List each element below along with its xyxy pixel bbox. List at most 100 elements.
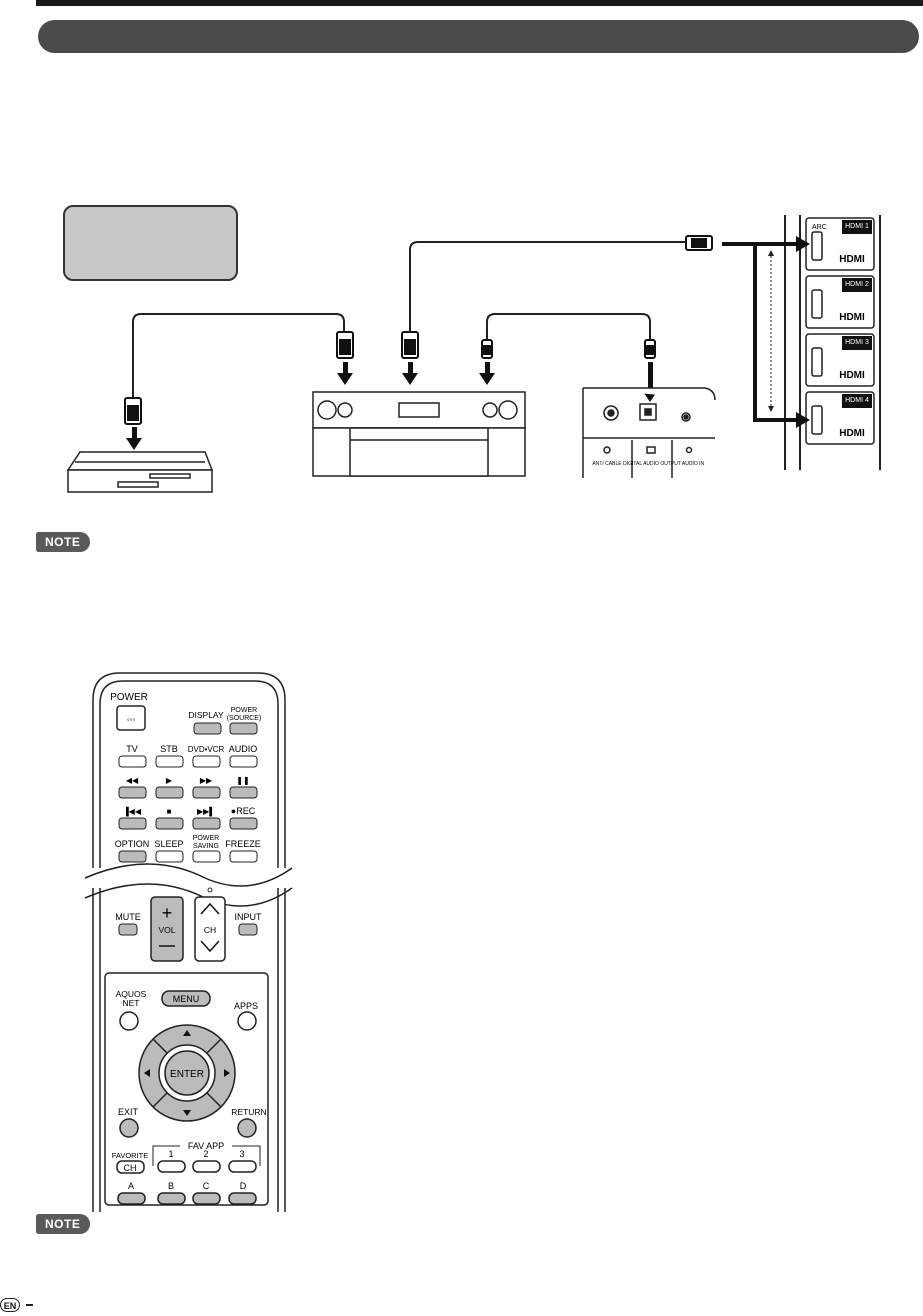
arrow-down-icon <box>479 362 495 385</box>
svg-text:APPS: APPS <box>234 1001 258 1011</box>
svg-text:3: 3 <box>239 1149 244 1159</box>
display-button[interactable] <box>193 722 222 735</box>
freeze-button[interactable] <box>229 850 258 863</box>
svg-text:▶▶▌: ▶▶▌ <box>197 806 215 817</box>
svg-text:FAVORITE: FAVORITE <box>112 1151 149 1160</box>
power-source-button[interactable] <box>229 722 258 735</box>
arrow-down-icon <box>337 362 353 385</box>
hdmi-port-3: HDMI 3 HDMI <box>805 333 875 387</box>
power-button[interactable] <box>116 705 146 731</box>
b-button[interactable] <box>157 1192 186 1205</box>
arrow-left-icon <box>144 1069 150 1077</box>
tv-hdmi-panel-illustration <box>784 215 881 470</box>
note-badge: NOTE <box>36 532 91 552</box>
c-button[interactable] <box>192 1192 221 1205</box>
hdmi-cable-tv <box>409 241 688 332</box>
hdmi-logo: HDMI <box>839 370 865 381</box>
option-button[interactable] <box>118 850 147 863</box>
optical-cable <box>486 313 651 340</box>
page-number-dash <box>26 1304 33 1306</box>
hdmi-port-label: HDMI 4 <box>845 397 869 404</box>
stop-button[interactable] <box>155 817 184 830</box>
fast-forward-button[interactable] <box>192 786 221 799</box>
fav-app-3-button[interactable] <box>228 1160 257 1173</box>
svg-text:CH: CH <box>204 925 216 935</box>
hdmi-port-1: HDMI 1 HDMI <box>805 217 875 271</box>
svg-text:D: D <box>240 1181 247 1191</box>
sleep-button[interactable] <box>155 850 184 863</box>
fav-app-1-button[interactable] <box>157 1160 186 1173</box>
skip-back-button[interactable] <box>118 817 147 830</box>
dvd-vcr-button[interactable] <box>192 755 221 768</box>
audio-button[interactable] <box>229 755 258 768</box>
optical-plug-icon <box>481 339 493 359</box>
tv-button[interactable] <box>118 755 147 768</box>
svg-text:MENU: MENU <box>173 994 200 1004</box>
svg-text:SAVING: SAVING <box>193 843 219 850</box>
rec-button[interactable] <box>229 817 258 830</box>
arrow-right-icon <box>796 412 810 428</box>
enter-button[interactable] <box>164 1050 210 1096</box>
arrow-right-icon <box>224 1069 230 1077</box>
svg-text:C: C <box>203 1181 210 1191</box>
arrow-down-icon <box>126 427 142 450</box>
svg-text:RETURN: RETURN <box>231 1107 266 1117</box>
svg-text:❚❚: ❚❚ <box>236 776 249 785</box>
apps-button[interactable] <box>237 1011 257 1031</box>
svg-text:OPTION: OPTION <box>115 839 150 849</box>
svg-text:AUDIO: AUDIO <box>229 744 258 754</box>
menu-button[interactable] <box>161 990 211 1007</box>
svg-text:NET: NET <box>123 998 140 1008</box>
svg-text:1: 1 <box>168 1149 173 1159</box>
svg-text:●REC: ●REC <box>231 806 256 816</box>
hdmi-port-label: HDMI 1 <box>845 223 869 230</box>
hdmi-port-label: HDMI 3 <box>845 339 869 346</box>
return-button[interactable] <box>237 1118 257 1138</box>
aquos-net-button[interactable] <box>119 1011 139 1031</box>
skip-forward-button[interactable] <box>192 817 221 830</box>
pause-button[interactable] <box>229 786 258 799</box>
digital-audio-output-label: DIGITAL AUDIO OUTPUT <box>623 461 681 467</box>
a-button[interactable] <box>117 1192 146 1205</box>
fav-app-2-button[interactable] <box>192 1160 221 1173</box>
hdmi-plug-icon <box>685 235 713 251</box>
hdmi-port-2: HDMI 2 HDMI <box>805 275 875 329</box>
svg-text:CH: CH <box>124 1163 137 1173</box>
favorite-ch-button[interactable] <box>116 1160 145 1174</box>
hdmi-logo: HDMI <box>839 428 865 439</box>
power-label: POWER <box>110 692 148 703</box>
svg-text:SLEEP: SLEEP <box>154 839 183 849</box>
device-callout-box <box>63 205 238 281</box>
mute-button[interactable] <box>118 923 138 936</box>
section-title-bar <box>38 20 919 53</box>
av-receiver-illustration <box>312 391 526 477</box>
top-rule <box>36 0 923 6</box>
hdmi-cable-player <box>132 313 345 398</box>
power-saving-button[interactable] <box>192 850 221 863</box>
svg-text:EXIT: EXIT <box>118 1107 139 1117</box>
hdmi-plug-icon <box>336 331 354 359</box>
hdmi-port-label: HDMI 2 <box>845 281 869 288</box>
arc-label: ARC <box>812 224 827 231</box>
svg-text:ENTER: ENTER <box>170 1069 204 1080</box>
hdmi-logo: HDMI <box>839 254 865 265</box>
input-button[interactable] <box>238 923 258 936</box>
exit-button[interactable] <box>119 1118 139 1138</box>
arrow-up-icon <box>183 1030 191 1036</box>
svg-text:◀◀: ◀◀ <box>126 776 139 785</box>
svg-text:POWER: POWER <box>231 707 257 714</box>
svg-text:■: ■ <box>167 807 172 816</box>
svg-text:MUTE: MUTE <box>115 912 141 922</box>
volume-rocker[interactable] <box>150 896 184 962</box>
d-button[interactable] <box>228 1192 257 1205</box>
svg-text:+: + <box>162 903 173 923</box>
display-label: DISPLAY <box>188 710 224 720</box>
stb-button[interactable] <box>155 755 184 768</box>
svg-text:▐◀◀: ▐◀◀ <box>123 806 142 817</box>
svg-text:◦◦◦: ◦◦◦ <box>127 715 136 724</box>
hdmi-logo: HDMI <box>839 312 865 323</box>
play-button[interactable] <box>155 786 184 799</box>
rewind-button[interactable] <box>118 786 147 799</box>
tv-rear-panel-illustration <box>582 387 716 478</box>
svg-text:STB: STB <box>160 744 178 754</box>
